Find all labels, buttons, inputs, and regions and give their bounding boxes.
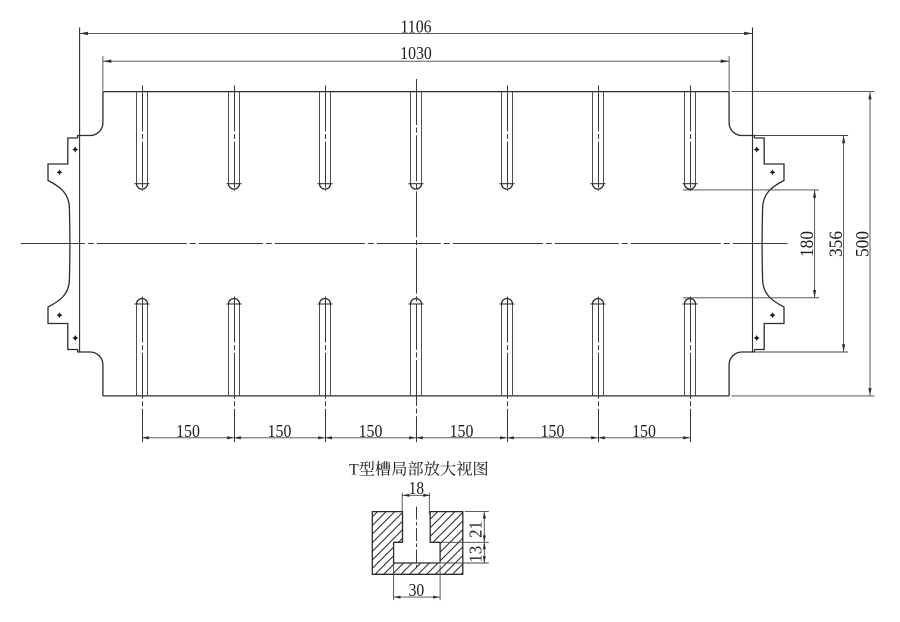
svg-text:150: 150 [541,421,565,441]
svg-text:13: 13 [466,546,485,563]
svg-text:T: T [349,462,359,479]
svg-text:356: 356 [825,231,846,257]
svg-text:150: 150 [632,421,656,441]
svg-text:1030: 1030 [400,43,432,63]
svg-text:150: 150 [359,421,383,441]
svg-text:500: 500 [852,231,873,257]
svg-text:150: 150 [450,421,474,441]
svg-text:180: 180 [796,231,817,257]
svg-text:30: 30 [409,580,425,600]
svg-text:1106: 1106 [400,16,432,36]
svg-text:18: 18 [409,478,424,498]
svg-text:150: 150 [176,421,200,441]
svg-text:21: 21 [466,521,485,538]
svg-text:150: 150 [268,421,292,441]
